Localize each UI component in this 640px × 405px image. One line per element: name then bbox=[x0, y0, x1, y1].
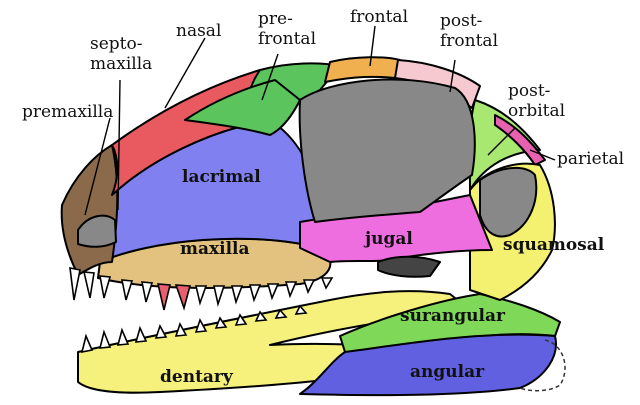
frontal-bone bbox=[325, 57, 400, 82]
label-postorbital-line2: orbital bbox=[508, 102, 565, 121]
quadrate-patch bbox=[378, 257, 440, 277]
label-septomaxilla-line2: maxilla bbox=[90, 55, 152, 74]
label-angular: angular bbox=[410, 363, 484, 382]
premaxilla-bone bbox=[62, 145, 118, 275]
label-dentary: dentary bbox=[160, 368, 233, 387]
label-maxilla: maxilla bbox=[180, 240, 250, 259]
label-jugal: jugal bbox=[365, 230, 413, 249]
label-frontal: frontal bbox=[350, 8, 408, 27]
label-septomaxilla-line1: septo- bbox=[90, 35, 142, 54]
label-surangular: surangular bbox=[400, 307, 505, 326]
label-nasal: nasal bbox=[176, 22, 221, 41]
label-postfrontal-line2: frontal bbox=[440, 32, 498, 51]
label-postfrontal-line1: post- bbox=[440, 12, 482, 31]
label-premaxilla: premaxilla bbox=[22, 103, 113, 122]
label-parietal: parietal bbox=[557, 150, 624, 169]
label-lacrimal: lacrimal bbox=[182, 168, 261, 187]
label-prefrontal-line1: pre- bbox=[258, 10, 293, 29]
label-squamosal: squamosal bbox=[503, 236, 604, 255]
label-postorbital-line1: post- bbox=[508, 82, 550, 101]
label-prefrontal-line2: frontal bbox=[258, 30, 316, 49]
